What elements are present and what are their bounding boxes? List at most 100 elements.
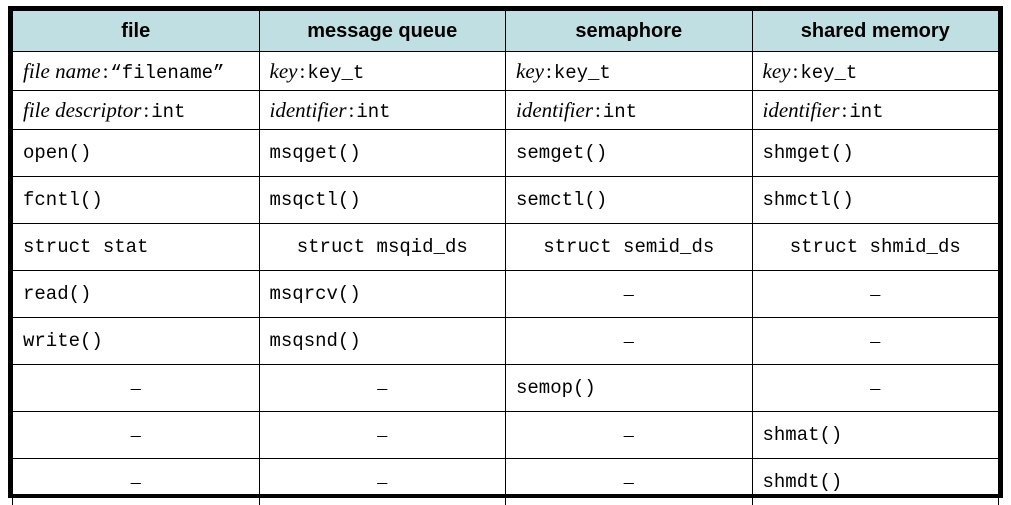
cell-struct: struct semid_ds: [505, 223, 753, 271]
attr-value: int: [602, 100, 638, 123]
table-row: – – – shmdt(): [12, 458, 999, 505]
attr-label: file descriptor: [23, 97, 142, 122]
attr-value: int: [849, 100, 884, 123]
attr-separator: :: [595, 97, 601, 122]
cell-api: msqrcv(): [258, 270, 506, 318]
attr-value: key_t: [307, 61, 365, 84]
cell-empty: –: [12, 458, 260, 505]
cell-mq-key: key:key_t: [258, 51, 506, 91]
cell-sem-key: key:key_t: [505, 51, 753, 91]
attr-label: identifier: [269, 97, 347, 122]
cell-api: shmget(): [751, 129, 999, 177]
attr-value: key_t: [800, 61, 858, 84]
attr-separator: :: [102, 58, 109, 83]
cell-value: –: [623, 423, 634, 446]
attr-separator: :: [792, 58, 799, 83]
table-row: fcntl() msqctl() semctl() shmctl(): [12, 176, 999, 224]
cell-empty: –: [505, 458, 753, 505]
cell-empty: –: [258, 411, 506, 459]
cell-value: write(): [23, 330, 103, 352]
attr-separator: :: [545, 58, 552, 83]
cell-value: –: [377, 470, 388, 493]
cell-value: –: [870, 329, 881, 352]
cell-api: msqget(): [258, 129, 506, 177]
cell-value: struct shmid_ds: [789, 236, 961, 258]
table-row: file descriptor:int identifier:int ident…: [12, 90, 999, 130]
cell-api: msqctl(): [258, 176, 506, 224]
cell-value: –: [623, 282, 634, 305]
cell-value: –: [130, 423, 141, 446]
cell-value: msqrcv(): [269, 283, 361, 305]
cell-value: semctl(): [516, 189, 608, 211]
attr-value: int: [356, 100, 391, 123]
cell-api: msqsnd(): [258, 317, 506, 365]
cell-api: fcntl(): [12, 176, 260, 224]
attr-value: key_t: [553, 61, 611, 84]
attr-value: int: [151, 100, 186, 123]
attr-separator: :: [143, 97, 150, 122]
cell-api: write(): [12, 317, 260, 365]
cell-value: semop(): [516, 377, 596, 399]
ipc-comparison-table-frame: file message queue semaphore shared memo…: [8, 6, 1003, 505]
cell-value: fcntl(): [23, 189, 103, 211]
cell-empty: –: [505, 270, 753, 318]
table-row: write() msqsnd() – –: [12, 317, 999, 365]
cell-struct: struct msqid_ds: [258, 223, 506, 271]
cell-value: –: [870, 282, 881, 305]
cell-value: –: [377, 423, 388, 446]
cell-shm-identifier: identifier:int: [751, 90, 999, 130]
cell-empty: –: [751, 317, 999, 365]
cell-empty: –: [258, 458, 506, 505]
cell-value: read(): [23, 283, 92, 305]
attr-label: key: [269, 58, 298, 83]
table-header: file message queue semaphore shared memo…: [12, 10, 999, 52]
cell-value: shmget(): [762, 142, 854, 164]
attr-value: “filename”: [110, 61, 225, 84]
column-header-shared-memory: shared memory: [751, 10, 999, 52]
cell-mq-identifier: identifier:int: [258, 90, 506, 130]
cell-empty: –: [751, 364, 999, 412]
attr-label: key: [762, 58, 791, 83]
cell-empty: –: [12, 411, 260, 459]
column-header-semaphore: semaphore: [505, 10, 753, 52]
cell-value: –: [130, 470, 141, 493]
attr-label: file name: [23, 58, 101, 83]
cell-value: struct semid_ds: [543, 236, 715, 258]
cell-value: msqctl(): [269, 189, 361, 211]
cell-empty: –: [505, 411, 753, 459]
table-row: – – – shmat(): [12, 411, 999, 459]
cell-value: –: [623, 329, 634, 352]
cell-empty: –: [258, 364, 506, 412]
cell-value: msqget(): [269, 142, 361, 164]
table-header-row: file message queue semaphore shared memo…: [12, 10, 999, 52]
cell-value: –: [130, 376, 141, 399]
cell-value: –: [870, 376, 881, 399]
cell-empty: –: [12, 364, 260, 412]
table-row: read() msqrcv() – –: [12, 270, 999, 318]
cell-struct: struct stat: [12, 223, 260, 271]
cell-empty: –: [751, 270, 999, 318]
table-body: file name:“filename” key:key_t key:key_t…: [12, 51, 999, 505]
cell-file-name: file name:“filename”: [12, 51, 260, 91]
cell-value: –: [377, 376, 388, 399]
column-header-file: file: [12, 10, 260, 52]
column-header-message-queue: message queue: [258, 10, 506, 52]
cell-api: semget(): [505, 129, 753, 177]
cell-value: semget(): [516, 142, 608, 164]
cell-api: shmctl(): [751, 176, 999, 224]
cell-file-descriptor: file descriptor:int: [12, 90, 260, 130]
table-row: open() msqget() semget() shmget(): [12, 129, 999, 177]
table-row: file name:“filename” key:key_t key:key_t…: [12, 51, 999, 91]
attr-label: identifier: [762, 97, 840, 122]
cell-struct: struct shmid_ds: [751, 223, 999, 271]
cell-value: msqsnd(): [269, 330, 361, 352]
attr-label: identifier: [516, 97, 593, 122]
cell-value: shmat(): [762, 424, 843, 446]
attr-separator: :: [348, 97, 355, 122]
cell-api: semctl(): [505, 176, 753, 224]
cell-api: shmdt(): [751, 458, 999, 505]
cell-shm-key: key:key_t: [751, 51, 999, 91]
cell-value: struct msqid_ds: [296, 236, 468, 258]
attr-label: key: [516, 58, 544, 83]
attr-separator: :: [299, 58, 306, 83]
